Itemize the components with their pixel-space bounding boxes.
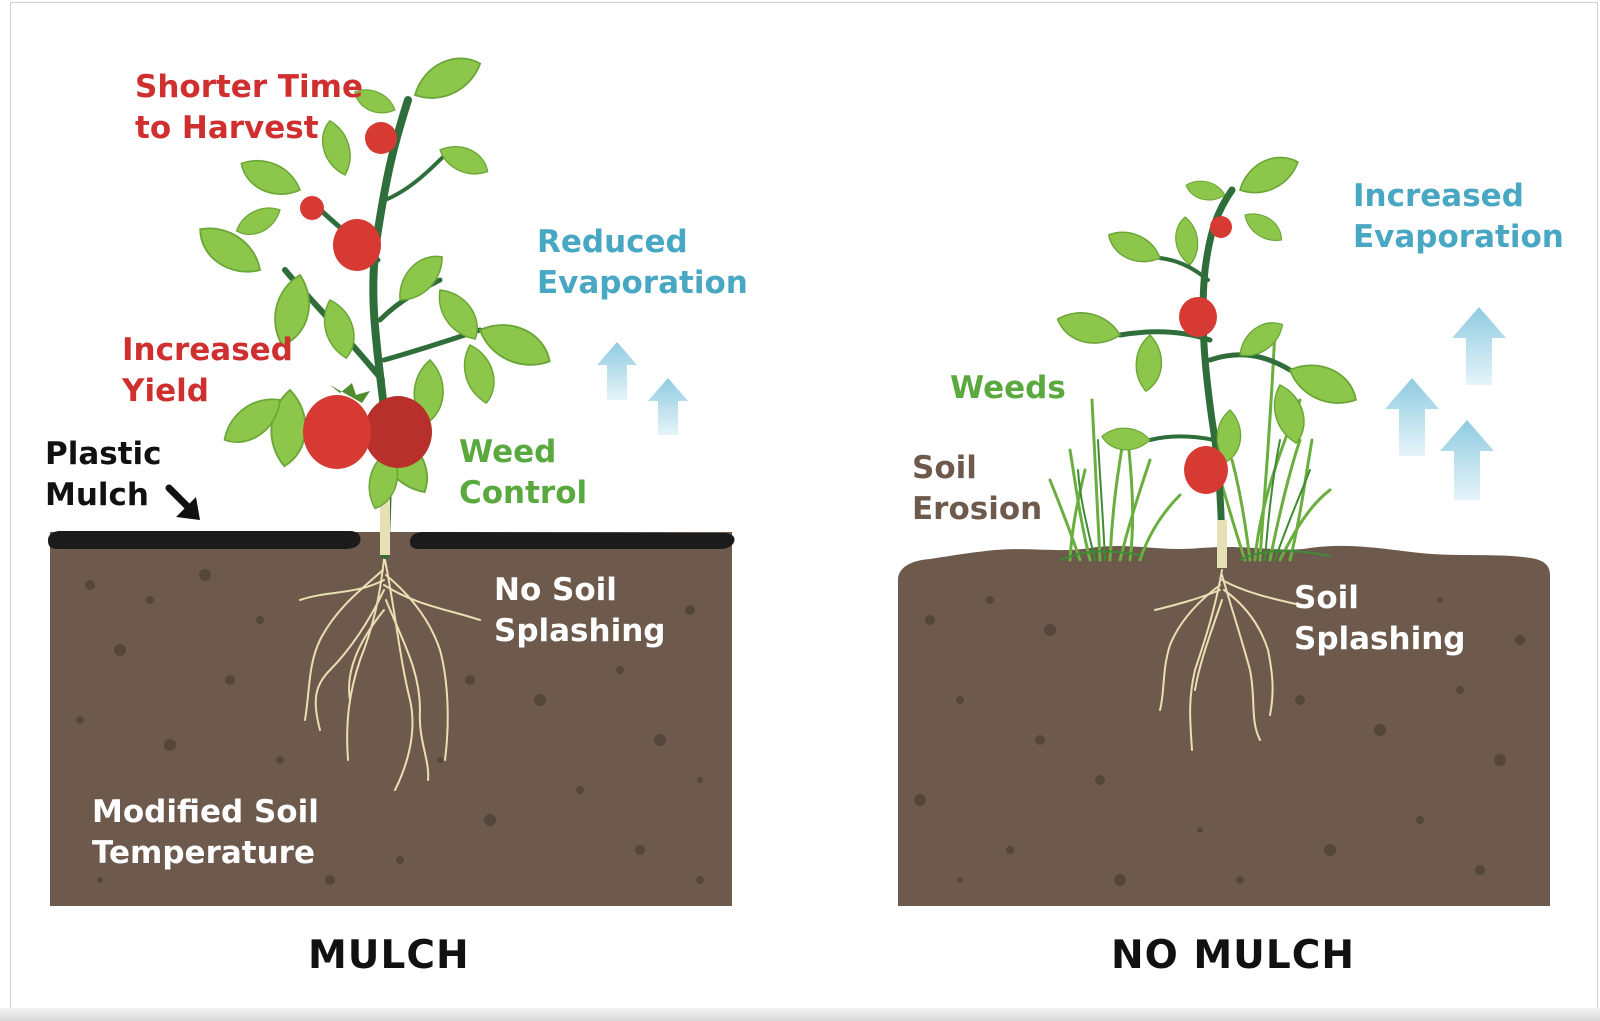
plastic-mulch-arrow	[165, 484, 200, 520]
soil-splashing-label: Soil Splashing	[1294, 580, 1466, 657]
soil-erosion-label: Soil Erosion	[912, 450, 1043, 527]
mulch-plant-roots	[299, 549, 481, 791]
increased-evaporation-label: Increased Evaporation	[1353, 178, 1564, 255]
increased-yield-label: Increased Yield	[122, 332, 293, 409]
reduced-evaporation-label: Reduced Evaporation	[537, 224, 748, 301]
weed-control-label: Weed Control	[459, 434, 588, 511]
increased-evaporation-arrows	[1385, 307, 1506, 500]
image-frame	[10, 2, 1598, 1012]
mulch-panel-title: MULCH	[308, 933, 470, 978]
mulch-stem-base	[380, 495, 390, 555]
no-mulch-panel-title: NO MULCH	[1111, 933, 1355, 978]
no-mulch-stem-base	[1217, 520, 1227, 568]
no-mulch-tomatoes	[1179, 216, 1232, 494]
soil-specks-left	[76, 569, 704, 885]
weeds-label: Weeds	[950, 370, 1066, 406]
window-bottom-edge	[0, 1008, 1600, 1021]
mulch-tomatoes	[300, 122, 432, 469]
shorter-time-to-harvest-label: Shorter Time to Harvest	[135, 69, 364, 146]
soil-specks-right	[914, 596, 1525, 886]
plastic-mulch-film	[48, 531, 735, 549]
no-soil-splashing-label: No Soil Splashing	[494, 572, 666, 649]
no-mulch-plant-roots	[1154, 569, 1301, 751]
reduced-evaporation-arrows	[597, 342, 688, 435]
modified-soil-temperature-label: Modified Soil Temperature	[92, 794, 319, 871]
plastic-mulch-label: Plastic Mulch	[45, 436, 162, 513]
weeds-grass-dark	[1059, 439, 1331, 561]
no-mulch-soil-block	[898, 545, 1550, 906]
